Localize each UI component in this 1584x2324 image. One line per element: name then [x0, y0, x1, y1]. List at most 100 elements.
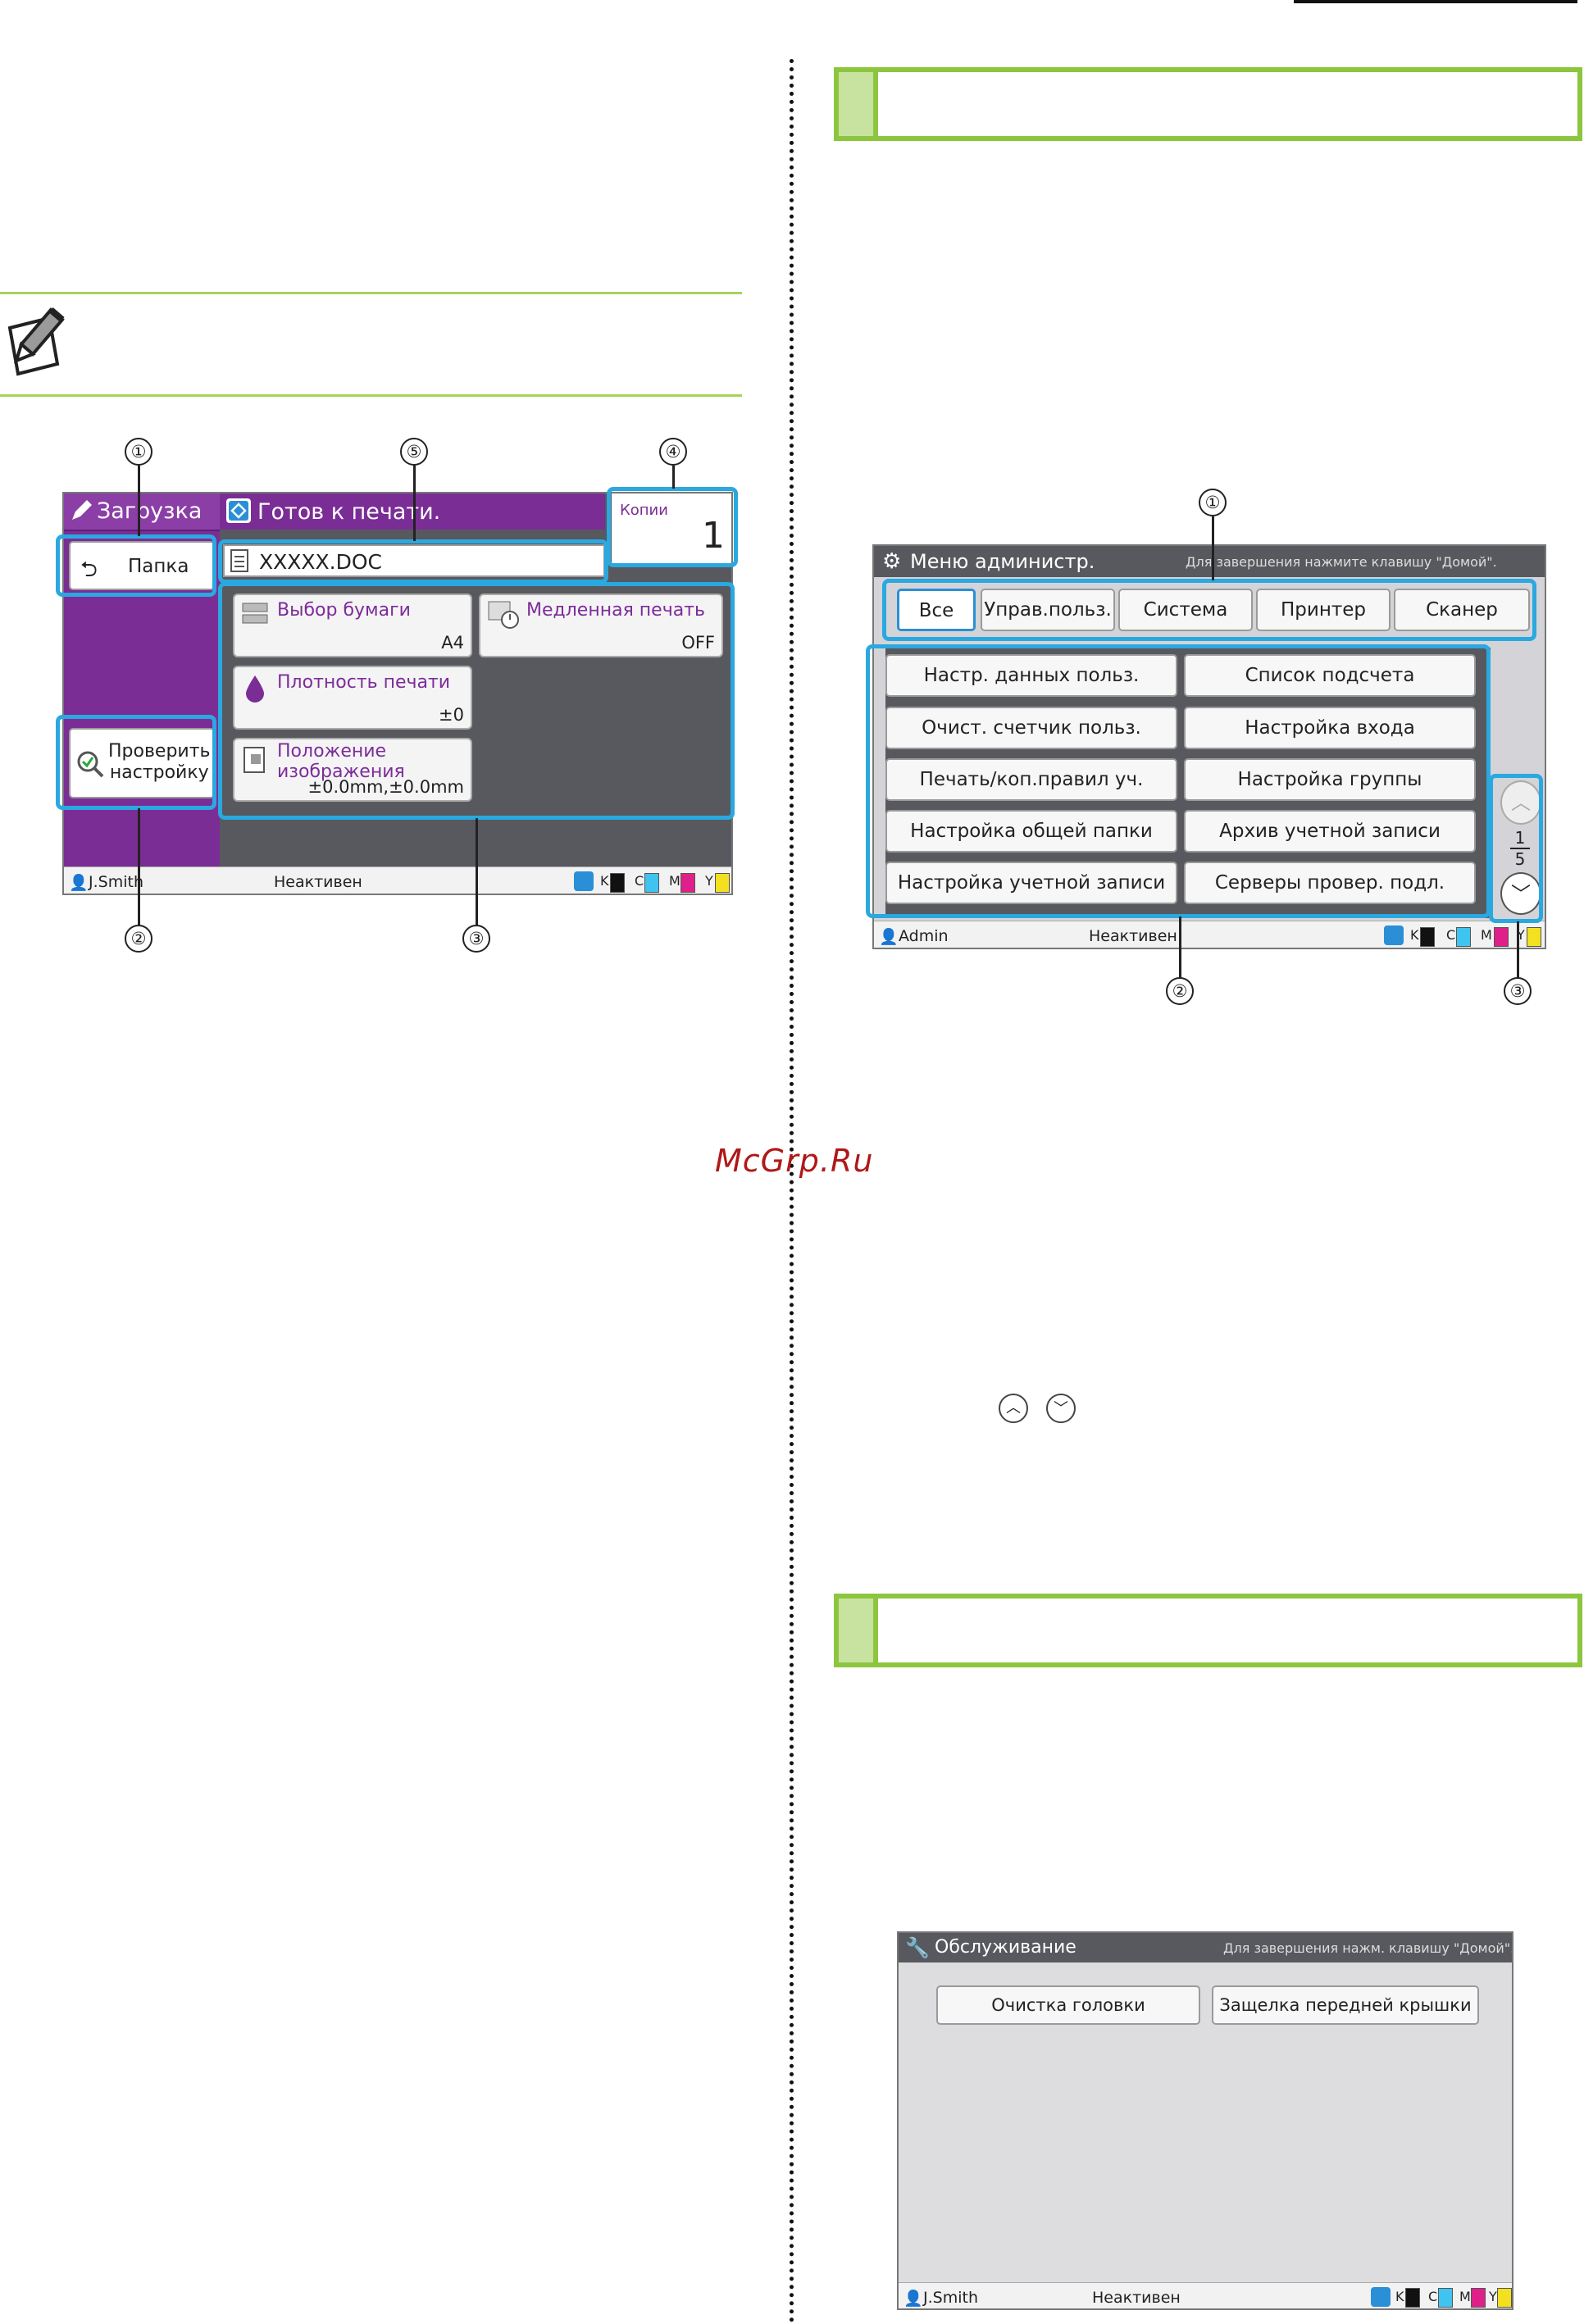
chevron-up-icon[interactable]: ︿ [1500, 780, 1541, 825]
status-header: Готов к печати. [220, 493, 605, 530]
callout-5: ⑤ [400, 438, 428, 466]
ink-c-label: C [1446, 927, 1456, 943]
ink-c-level [1456, 927, 1471, 947]
menu-item-user-count-list[interactable]: Список подсчета пользователя [1184, 654, 1476, 725]
paper-select-button[interactable]: Выбор бумаги A4 [233, 594, 472, 657]
head-cleaning-button[interactable]: Очистка головки [936, 1985, 1200, 2025]
slow-print-label: Медленная печать [526, 600, 705, 621]
chevron-down-icon[interactable]: ﹀ [1500, 872, 1541, 915]
ink-m-label: M [1481, 927, 1492, 943]
ink-k-label: K [600, 873, 609, 889]
status-user: J.Smith [89, 873, 143, 891]
section-header-box-1 [834, 67, 1582, 141]
ink-k-label: K [1410, 927, 1419, 943]
maintenance-screen: 🔧 Обслуживание Для завершения нажм. клав… [897, 1931, 1513, 2310]
gear-icon: ⚙ [882, 549, 902, 574]
admin-status-state: Неактивен [1089, 927, 1177, 945]
ink-y-label: Y [1489, 2289, 1497, 2304]
ink-k-level [610, 873, 625, 893]
highlight-4 [607, 487, 738, 567]
menu-item-user-data[interactable]: Настр. данных польз. [885, 654, 1177, 697]
pencil-icon [69, 498, 93, 523]
tab-scanner[interactable]: Сканер [1394, 589, 1530, 631]
leader-items [1179, 916, 1181, 979]
tab-printer[interactable]: Принтер [1256, 589, 1391, 631]
print-density-value: ±0 [439, 705, 464, 725]
highlight-pager [1489, 774, 1543, 923]
ink-y-level [1497, 2288, 1512, 2308]
ink-c-level [1438, 2288, 1453, 2308]
slow-print-button[interactable]: Медленная печать OFF [479, 594, 723, 657]
image-position-icon [243, 746, 267, 774]
leader-pager [1517, 921, 1519, 979]
menu-item-clear-counter[interactable]: Очист. счетчик польз. [885, 707, 1177, 749]
copies-value: 1 [702, 515, 725, 557]
callout-tabs: ① [1199, 489, 1227, 516]
callout-items: ② [1166, 977, 1194, 1005]
print-density-button[interactable]: Плотность печати ±0 [233, 666, 472, 730]
paper-tray-icon [241, 602, 269, 626]
refresh-icon[interactable] [1371, 2287, 1391, 2307]
leader-1 [138, 466, 140, 536]
paper-select-value: A4 [441, 633, 464, 653]
tab-all[interactable]: Все [897, 589, 976, 631]
ink-k-level [1420, 927, 1435, 947]
ink-c-level [644, 873, 659, 893]
menu-item-auth-servers[interactable]: Серверы провер. подл. [1184, 862, 1476, 904]
ink-m-label: M [1459, 2289, 1471, 2304]
callout-pager: ③ [1504, 977, 1532, 1005]
note-rule-top [0, 292, 742, 294]
highlight-3 [218, 582, 735, 820]
highlight-5 [218, 539, 608, 584]
status-state: Неактивен [274, 873, 362, 891]
slow-print-icon [487, 600, 520, 630]
menu-item-login-settings[interactable]: Настройка входа [1184, 707, 1476, 749]
chevron-up-icon: ︿ [999, 1394, 1028, 1423]
highlight-1 [56, 534, 216, 597]
menu-item-account-settings[interactable]: Настройка учетной записи [885, 862, 1177, 904]
maintenance-title: Обслуживание [935, 1937, 1076, 1958]
maintenance-status-state: Неактивен [1092, 2289, 1181, 2307]
front-cover-latch-button[interactable]: Защелка передней крышки [1212, 1985, 1479, 2025]
copies-label: Копии [620, 502, 668, 519]
ink-k-level [1405, 2288, 1420, 2308]
ink-c-label: C [1428, 2289, 1438, 2304]
mode-label: Загрузка [97, 498, 203, 524]
back-arrow-icon: ⮌ [80, 557, 98, 582]
tab-system[interactable]: Система [1118, 589, 1253, 631]
image-position-button[interactable]: Положение изображения ±0.0mm,±0.0mm [233, 738, 472, 802]
ink-m-level [1494, 927, 1509, 947]
refresh-icon[interactable] [1384, 926, 1404, 945]
chevron-down-icon: ﹀ [1046, 1394, 1076, 1423]
magnifier-check-icon [75, 749, 105, 779]
folder-button[interactable]: ⮌ Папка [69, 541, 215, 590]
wrench-icon: 🔧 [905, 1936, 930, 1959]
mode-header[interactable]: Загрузка [64, 493, 220, 531]
menu-item-account-archive[interactable]: Архив учетной записи [1184, 810, 1476, 853]
tab-user-management[interactable]: Управ.польз. [981, 589, 1115, 631]
callout-1: ① [125, 438, 152, 466]
menu-item-shared-folder[interactable]: Настройка общей папки [885, 810, 1177, 853]
status-label: Готов к печати. [257, 499, 441, 525]
file-name-field[interactable]: XXXXX.DOC [223, 544, 605, 577]
refresh-icon[interactable] [574, 871, 594, 891]
copies-box[interactable]: Копии 1 [612, 493, 731, 564]
ink-k-label: K [1395, 2289, 1404, 2304]
note-rule-bottom [0, 394, 742, 397]
ink-y-level [1527, 927, 1541, 947]
status-bar: 👤 J.Smith Неактивен K C M Y [64, 866, 731, 894]
admin-menu-screen: ⚙ Меню администр. Для завершения нажмите… [872, 544, 1546, 949]
paper-select-label: Выбор бумаги [277, 600, 411, 621]
header-rule [1294, 0, 1577, 3]
menu-item-print-copy-rules[interactable]: Печать/коп.правил уч. [885, 758, 1177, 801]
menu-item-group-settings[interactable]: Настройка группы [1184, 758, 1476, 801]
leader-3 [476, 818, 478, 926]
callout-3: ③ [462, 925, 490, 953]
page-current: 1 [1510, 828, 1530, 849]
callout-4: ④ [659, 438, 687, 466]
admin-status-user: Admin [899, 927, 949, 945]
ink-y-label: Y [705, 873, 713, 889]
user-icon: 👤 [69, 874, 89, 892]
section-header-box-2 [834, 1594, 1582, 1667]
